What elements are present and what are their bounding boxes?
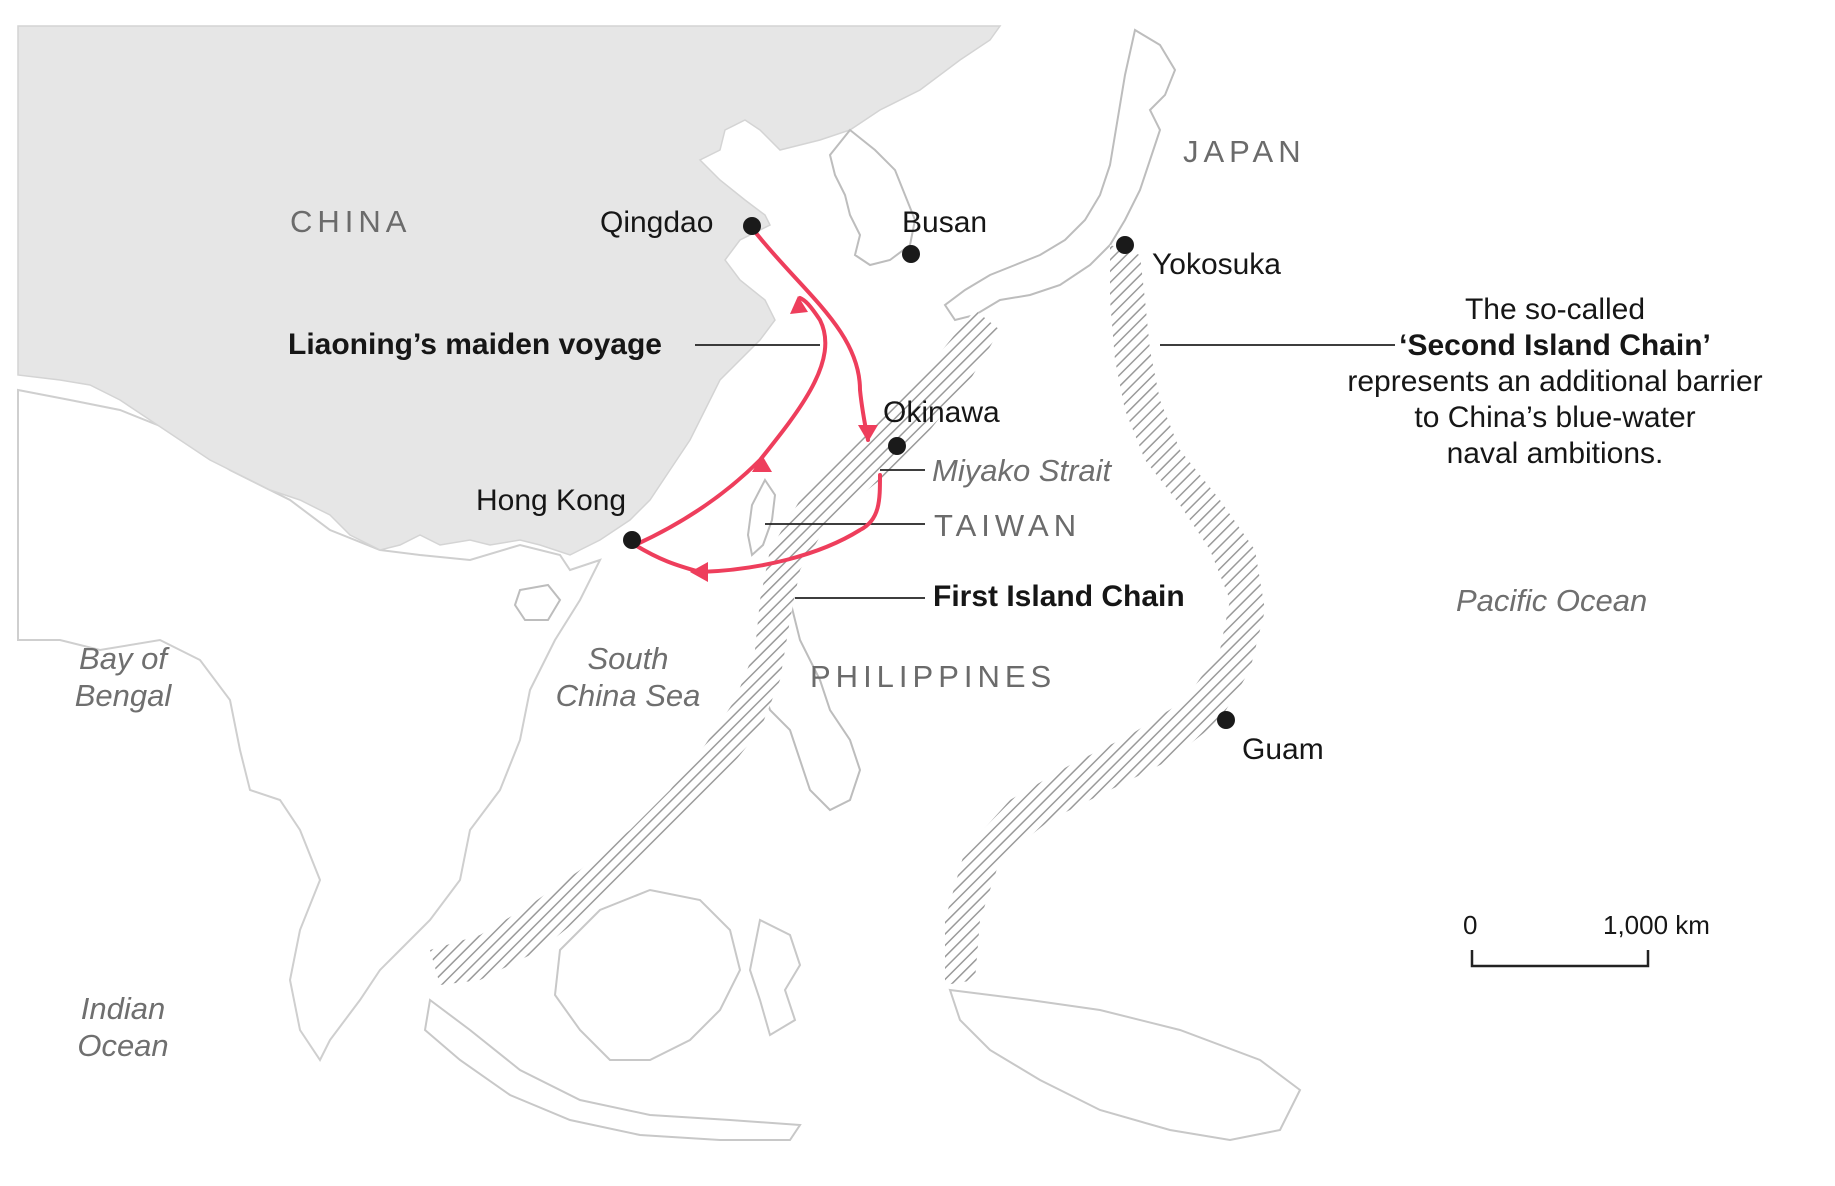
label-first-island-chain: First Island Chain [933, 580, 1185, 613]
label-pacific-ocean: Pacific Ocean [1456, 583, 1648, 618]
label-voyage: Liaoning’s maiden voyage [288, 328, 662, 361]
okinawa-dot [888, 437, 906, 455]
scale-end-label: 1,000 km [1603, 910, 1710, 940]
label-indian-ocean: Indian Ocean [58, 990, 188, 1064]
note-line4: to China’s blue-water [1414, 401, 1696, 434]
leader-lines [695, 344, 1395, 599]
borneo-island [553, 888, 742, 1061]
label-busan: Busan [902, 206, 988, 239]
note-line3: represents an additional barrier [1347, 365, 1763, 398]
label-second-island-chain-note: The so-called ‘Second Island Chain’ repr… [1325, 292, 1785, 472]
label-bay-of-bengal-line2: Bengal [74, 678, 172, 714]
hong-kong-dot [623, 531, 641, 549]
qingdao-dot [743, 217, 761, 235]
note-line5: naval ambitions. [1446, 437, 1664, 470]
hainan-island [513, 583, 562, 621]
asia-mainland [17, 388, 602, 1062]
label-bay-of-bengal: Bay of Bengal [58, 640, 188, 714]
china-region [17, 25, 1002, 556]
label-miyako-strait: Miyako Strait [932, 453, 1112, 488]
label-guam: Guam [1242, 733, 1324, 766]
label-south-china-sea-line1: South [587, 641, 669, 676]
busan-dot [902, 245, 920, 263]
label-qingdao: Qingdao [600, 206, 714, 239]
city-dots [623, 217, 1235, 729]
label-indian-ocean-line2: Ocean [77, 1028, 169, 1064]
label-hong-kong: Hong Kong [476, 484, 627, 517]
scale-bar [1470, 950, 1650, 968]
note-line1: The so-called [1464, 293, 1646, 326]
scale-start-label: 0 [1463, 910, 1478, 940]
new-guinea-island [948, 988, 1302, 1142]
sumatra-java [423, 998, 802, 1141]
route-arrowheads [690, 296, 878, 582]
first-island-chain [430, 310, 1000, 985]
label-taiwan: TAIWAN [934, 508, 1082, 543]
voyage-route [633, 226, 882, 574]
second-island-chain [945, 245, 1265, 985]
label-bay-of-bengal-line1: Bay of [79, 641, 167, 676]
korea-peninsula [828, 128, 917, 267]
label-okinawa: Okinawa [883, 396, 1000, 429]
taiwan-island [746, 478, 777, 557]
label-philippines: PHILIPPINES [810, 659, 1057, 694]
guam-dot [1217, 711, 1235, 729]
yokosuka-dot [1116, 236, 1134, 254]
label-china: CHINA [290, 204, 412, 239]
sulawesi-island [748, 918, 802, 1037]
label-south-china-sea-line2: China Sea [555, 678, 701, 714]
label-south-china-sea: South China Sea [548, 640, 708, 714]
label-japan: JAPAN [1183, 134, 1306, 169]
label-indian-ocean-line1: Indian [80, 991, 166, 1026]
note-line2: ‘Second Island Chain’ [1399, 329, 1711, 362]
label-yokosuka: Yokosuka [1152, 248, 1281, 281]
